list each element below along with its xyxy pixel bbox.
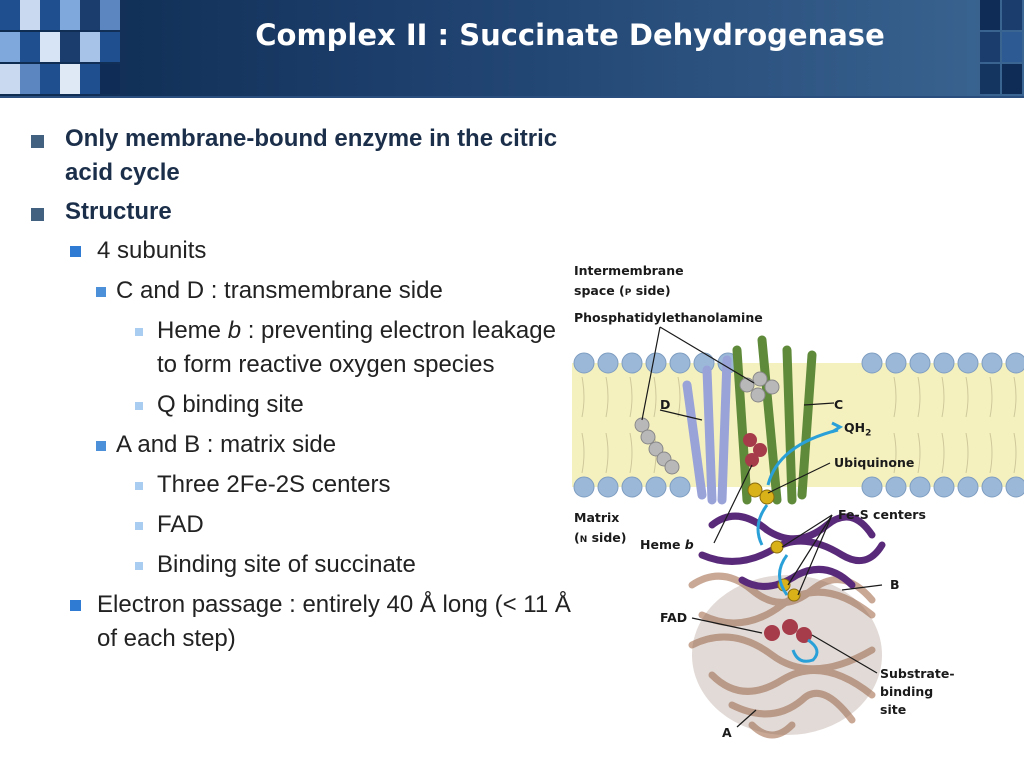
title-bar: Complex II : Succinate Dehydrogenase <box>0 0 1024 96</box>
bullet-text-italic: b <box>227 317 242 344</box>
square-bullet-icon <box>96 441 106 451</box>
bullet-text: C and D : transmembrane side <box>116 277 443 304</box>
bullet-text-after: : preventing electron leakage to form re… <box>157 317 556 378</box>
square-bullet-icon <box>135 522 143 530</box>
heme-b-label: Heme b <box>640 537 694 552</box>
bullet-item: C and D : transmembrane side <box>0 274 575 308</box>
matrix-label: Matrix (N side) <box>574 508 626 550</box>
bullet-item: Structure <box>0 195 575 229</box>
square-bullet-icon <box>70 246 81 257</box>
bullet-text: Q binding site <box>157 391 304 418</box>
square-bullet-icon <box>70 600 81 611</box>
bullet-text: 4 subunits <box>97 237 207 264</box>
square-bullet-icon <box>135 402 143 410</box>
bullet-text: Binding site of succinate <box>157 551 416 578</box>
bullet-item: Binding site of succinate <box>0 548 575 582</box>
bullet-item: Three 2Fe-2S centers <box>0 468 575 502</box>
square-bullet-icon <box>96 287 106 297</box>
matrix-line1: Matrix <box>574 510 620 525</box>
phosphatidylethanolamine-label: Phosphatidylethanolamine <box>574 310 763 325</box>
slide-title: Complex II : Succinate Dehydrogenase <box>255 18 885 52</box>
square-bullet-icon <box>135 482 143 490</box>
bullet-text: Three 2Fe-2S centers <box>157 471 391 498</box>
bullet-text-before: Heme <box>157 317 228 344</box>
header-decoration-left <box>0 0 120 96</box>
bullet-item: Electron passage : entirely 40 Å long (<… <box>0 588 575 656</box>
subunit-b-label: B <box>890 577 900 592</box>
protein-structure-illustration <box>572 326 1024 739</box>
bullet-text: Only membrane-bound enzyme in the citric… <box>65 125 558 186</box>
fes-centers-label: Fe-S centers <box>838 507 926 522</box>
bullet-item: Q binding site <box>0 388 575 422</box>
fad-label: FAD <box>660 610 688 625</box>
matrix-line2: (N side) <box>574 530 627 545</box>
subunit-a-label: A <box>722 725 732 740</box>
header-decoration-right <box>980 0 1024 96</box>
bullet-item: Heme b : preventing electron leakage to … <box>0 314 575 382</box>
intermembrane-label: Intermembrane space (P side) <box>574 261 684 303</box>
qh2-label: QH2 <box>844 420 872 439</box>
bullet-item: A and B : matrix side <box>0 428 575 462</box>
bullet-item: FAD <box>0 508 575 542</box>
bullet-text: FAD <box>157 511 204 538</box>
bullet-text: Electron passage : entirely 40 Å long (<… <box>97 591 571 652</box>
square-bullet-icon <box>31 135 44 148</box>
bullet-item: 4 subunits <box>0 234 575 268</box>
bullet-list: Only membrane-bound enzyme in the citric… <box>0 122 575 662</box>
subunit-c-label: C <box>834 397 844 412</box>
ubiquinone-label: Ubiquinone <box>834 455 915 470</box>
bullet-text: Structure <box>65 198 172 225</box>
complex-ii-structure-figure: Intermembrane space (P side) Phosphatidy… <box>572 255 1024 760</box>
square-bullet-icon <box>31 208 44 221</box>
bullet-text: A and B : matrix side <box>116 431 337 458</box>
square-bullet-icon <box>135 328 143 336</box>
square-bullet-icon <box>135 562 143 570</box>
substrate-binding-site-label: Substrate- binding site <box>880 666 955 717</box>
subunit-d-label: D <box>660 397 671 412</box>
intermembrane-line1: Intermembrane <box>574 263 684 278</box>
header-divider <box>0 96 1024 98</box>
intermembrane-line2: space (P side) <box>574 283 671 298</box>
bullet-item: Only membrane-bound enzyme in the citric… <box>0 122 575 190</box>
